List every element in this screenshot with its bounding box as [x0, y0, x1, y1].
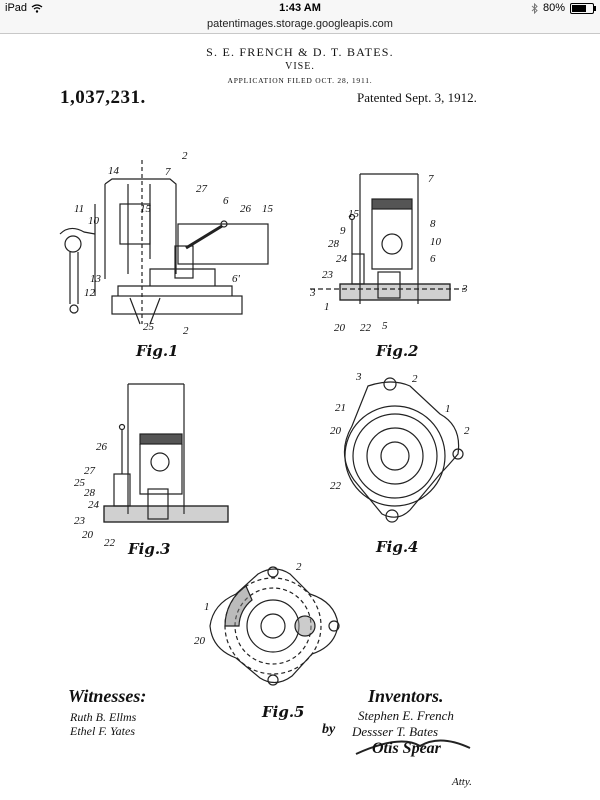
inventor-signature-2: Dessser T. Bates	[352, 724, 439, 739]
fig3-drawing: 26 27 25 28 24 23 20 22	[74, 383, 229, 549]
patent-inventors-header: S. E. FRENCH & D. T. BATES.	[206, 45, 394, 59]
svg-text:28: 28	[328, 238, 340, 250]
patent-number: 1,037,231.	[60, 87, 146, 108]
svg-text:26: 26	[240, 203, 252, 215]
svg-text:2: 2	[183, 325, 189, 337]
svg-text:5: 5	[382, 320, 388, 332]
svg-text:15: 15	[262, 203, 274, 215]
svg-text:11: 11	[74, 203, 84, 215]
fig4-drawing: 3 2 21 1 20 2 22	[330, 371, 470, 523]
svg-text:27: 27	[196, 183, 208, 195]
patent-document: S. E. FRENCH & D. T. BATES. VISE. APPLIC…	[0, 34, 600, 800]
svg-text:24: 24	[88, 499, 100, 511]
svg-text:2: 2	[412, 373, 418, 385]
svg-text:22: 22	[104, 537, 116, 549]
battery-icon	[570, 2, 596, 14]
svg-text:3: 3	[309, 287, 316, 299]
attorney-signature-flourish	[355, 739, 471, 755]
battery-percent: 80%	[542, 2, 565, 14]
wifi-icon	[31, 3, 43, 13]
svg-text:2: 2	[296, 561, 302, 573]
svg-text:7: 7	[428, 173, 434, 185]
svg-text:22: 22	[330, 480, 342, 492]
url-text: patentimages.storage.googleapis.com	[207, 18, 393, 30]
svg-text:23: 23	[74, 515, 86, 527]
status-left: iPad	[5, 2, 43, 14]
svg-text:3: 3	[461, 283, 468, 295]
svg-text:25: 25	[74, 477, 86, 489]
svg-text:9: 9	[340, 225, 346, 237]
clock: 1:43 AM	[279, 2, 321, 14]
bluetooth-icon	[531, 2, 538, 14]
fig5-drawing: 2 1 20	[194, 561, 340, 686]
fig1-label: Fig.1	[136, 342, 179, 360]
application-filed: APPLICATION FILED OCT. 28, 1911.	[227, 76, 373, 85]
attorney-signature: Otis Spear	[372, 740, 441, 757]
svg-text:22: 22	[360, 322, 372, 334]
fig4-label: Fig.4	[376, 538, 419, 556]
fig1-drawing: 14 7 2 27 11 10 15 6 26 15 13 12 6' 25 2	[59, 150, 274, 337]
url-bar[interactable]: patentimages.storage.googleapis.com	[0, 17, 600, 34]
patent-date: Patented Sept. 3, 1912.	[357, 90, 477, 105]
inventor-signature-1: Stephen E. French	[358, 708, 454, 723]
fig5-label: Fig.5	[262, 703, 305, 721]
fig2-drawing: 7 15 8 9 10 28 24 6 23 3 3 1 20 22 5	[309, 173, 468, 334]
svg-text:3: 3	[355, 371, 362, 383]
svg-text:1: 1	[445, 403, 451, 415]
patent-title: VISE.	[285, 61, 315, 72]
svg-text:2: 2	[182, 150, 188, 162]
status-right: 80%	[531, 2, 596, 14]
witness-signature-2: Ethel F. Yates	[70, 724, 136, 738]
svg-text:21: 21	[335, 402, 346, 414]
svg-text:20: 20	[334, 322, 346, 334]
svg-text:13: 13	[90, 273, 102, 285]
by-label: by	[322, 722, 336, 737]
patent-drawings: 14 7 2 27 11 10 15 6 26 15 13 12 6' 25 2	[59, 150, 471, 755]
svg-text:2: 2	[464, 425, 470, 437]
status-bar: iPad 1:43 AM 80%	[0, 0, 600, 17]
svg-text:6: 6	[223, 195, 229, 207]
witness-signature-1: Ruth B. Ellms	[70, 710, 137, 724]
device-label: iPad	[5, 2, 28, 14]
svg-text:10: 10	[430, 236, 442, 248]
atty-label: Atty.	[452, 776, 472, 788]
fig2-label: Fig.2	[376, 342, 419, 360]
svg-text:6': 6'	[232, 273, 241, 285]
svg-text:14: 14	[108, 165, 120, 177]
svg-text:10: 10	[88, 215, 100, 227]
svg-text:6: 6	[430, 253, 436, 265]
svg-text:15: 15	[140, 203, 152, 215]
inventors-label: Inventors.	[368, 686, 444, 706]
fig3-label: Fig.3	[128, 540, 171, 558]
svg-text:12: 12	[84, 287, 96, 299]
svg-text:7: 7	[165, 166, 171, 178]
svg-text:24: 24	[336, 253, 348, 265]
witnesses-label: Witnesses:	[68, 686, 147, 706]
svg-text:27: 27	[84, 465, 96, 477]
svg-text:8: 8	[430, 218, 436, 230]
svg-text:28: 28	[84, 487, 96, 499]
svg-text:1: 1	[204, 601, 210, 613]
svg-text:20: 20	[194, 635, 206, 647]
svg-text:20: 20	[82, 529, 94, 541]
svg-text:1: 1	[324, 301, 330, 313]
svg-text:25: 25	[143, 321, 155, 333]
svg-text:26: 26	[96, 441, 108, 453]
svg-text:15: 15	[348, 208, 360, 220]
svg-text:23: 23	[322, 269, 334, 281]
svg-text:20: 20	[330, 425, 342, 437]
